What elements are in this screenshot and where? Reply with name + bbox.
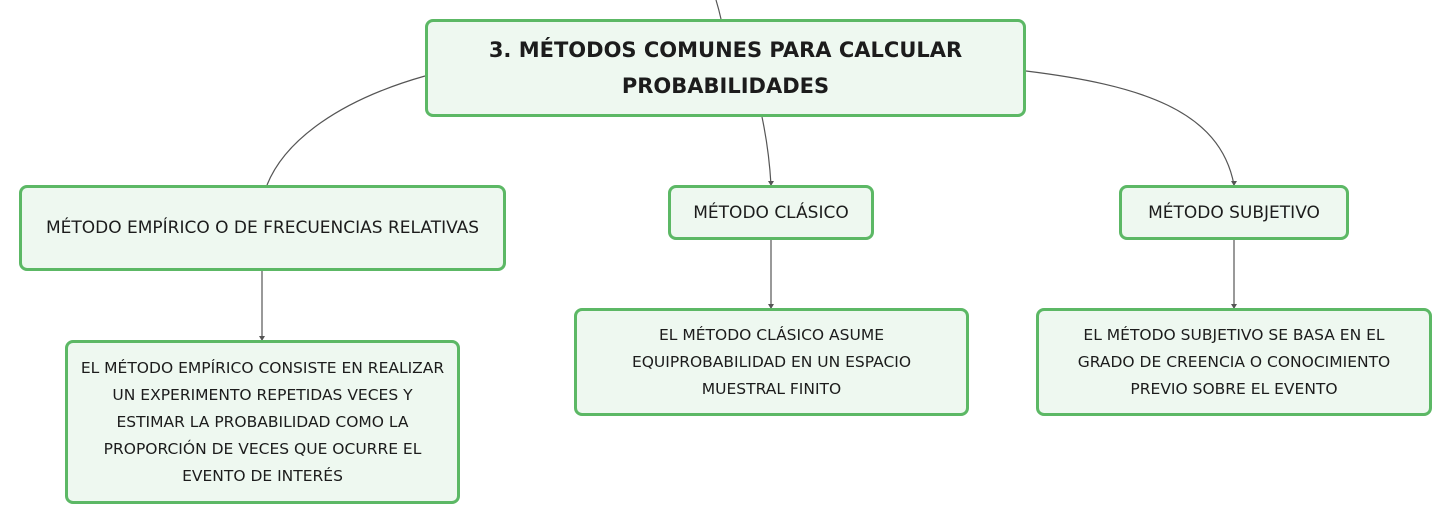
connector-root-to-subjetivo	[1025, 70, 1235, 186]
connector-parent-to-root	[715, 0, 722, 20]
method-subjetivo-label: MÉTODO SUBJETIVO	[1148, 202, 1320, 223]
arrowhead-clasico	[768, 304, 774, 309]
arrowhead-empirico	[259, 336, 265, 341]
subjetivo-description-node[interactable]: EL MÉTODO SUBJETIVO SE BASA EN EL GRADO …	[1036, 308, 1432, 416]
root-topic-title: 3. MÉTODOS COMUNES PARA CALCULAR PROBABI…	[488, 38, 963, 98]
arrowhead-root-subjetivo	[1231, 181, 1237, 186]
method-clasico-node[interactable]: MÉTODO CLÁSICO	[668, 185, 874, 240]
connector-root-to-clasico	[761, 116, 772, 186]
root-topic-node[interactable]: 3. MÉTODOS COMUNES PARA CALCULAR PROBABI…	[425, 19, 1026, 117]
method-clasico-label: MÉTODO CLÁSICO	[693, 202, 849, 223]
empirico-description-node[interactable]: EL MÉTODO EMPÍRICO CONSISTE EN REALIZAR …	[65, 340, 460, 504]
method-empirico-node[interactable]: MÉTODO EMPÍRICO O DE FRECUENCIAS RELATIV…	[19, 185, 506, 271]
clasico-description-node[interactable]: EL MÉTODO CLÁSICO ASUME EQUIPROBABILIDAD…	[574, 308, 969, 416]
subjetivo-description-text: EL MÉTODO SUBJETIVO SE BASA EN EL GRADO …	[1077, 325, 1391, 398]
arrowhead-subjetivo	[1231, 304, 1237, 309]
connector-root-to-empirico	[266, 75, 426, 186]
empirico-description-text: EL MÉTODO EMPÍRICO CONSISTE EN REALIZAR …	[80, 358, 445, 485]
arrowhead-root-clasico	[768, 181, 774, 186]
method-empirico-label: MÉTODO EMPÍRICO O DE FRECUENCIAS RELATIV…	[45, 218, 480, 238]
clasico-description-text: EL MÉTODO CLÁSICO ASUME EQUIPROBABILIDAD…	[631, 325, 912, 398]
method-subjetivo-node[interactable]: MÉTODO SUBJETIVO	[1119, 185, 1349, 240]
